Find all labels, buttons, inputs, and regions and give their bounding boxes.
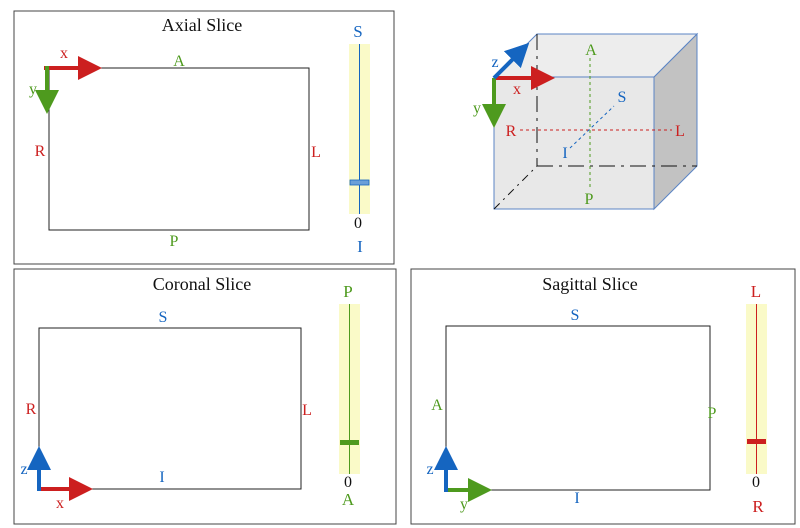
cube-label-p: P [585, 191, 594, 208]
sagittal-label-top: S [571, 307, 580, 324]
cube-label-s: S [618, 89, 627, 106]
axial-panel: Axial Slice x y A P R L S 0 I [13, 10, 395, 265]
cube-z-arrow [492, 42, 530, 80]
axial-slider-top-label: S [353, 22, 362, 41]
coronal-slice-rect [38, 327, 302, 490]
axial-slider-handle[interactable] [349, 179, 370, 186]
axial-label-left: R [35, 143, 46, 160]
axial-panel-frame [13, 10, 395, 265]
cube-x-label: x [513, 81, 521, 98]
sagittal-slider[interactable] [746, 304, 767, 474]
sagittal-slice-rect [445, 325, 711, 491]
coronal-label-right: L [302, 402, 312, 419]
axial-title: Axial Slice [162, 15, 242, 35]
coronal-panel: Coronal Slice x z S I R L P 0 A [13, 268, 397, 525]
cube-label-r: R [506, 123, 517, 140]
axial-slider[interactable] [349, 44, 370, 214]
axial-label-bottom: P [170, 233, 179, 250]
coronal-x-label: x [56, 495, 64, 512]
cube-label-a: A [585, 42, 597, 59]
coronal-label-top: S [159, 309, 168, 326]
axial-slider-zero: 0 [354, 215, 362, 232]
coronal-slider[interactable] [339, 304, 360, 474]
cube-label-l: L [675, 123, 685, 140]
coronal-slider-bottom-label: A [342, 490, 355, 509]
sagittal-slider-top-label: L [751, 282, 761, 301]
coronal-label-left: R [26, 401, 37, 418]
sagittal-panel-frame [410, 268, 796, 525]
cube-si-axis [569, 105, 615, 149]
cube-label-i: I [562, 145, 567, 162]
axial-slice-rect [48, 67, 310, 231]
coronal-label-bottom: I [159, 469, 164, 486]
cube-y-label: y [473, 100, 481, 117]
sagittal-z-label: z [426, 461, 433, 478]
sagittal-label-right: P [708, 405, 717, 422]
axial-y-label: y [29, 81, 37, 98]
sagittal-slider-handle[interactable] [747, 439, 766, 444]
axial-slider-bottom-label: I [357, 237, 363, 256]
coronal-slider-handle[interactable] [340, 440, 359, 445]
axial-label-top: A [173, 53, 185, 70]
sagittal-slider-bottom-label: R [752, 497, 764, 516]
sagittal-y-label: y [460, 496, 468, 513]
coronal-slider-top-label: P [343, 282, 352, 301]
coronal-title: Coronal Slice [153, 274, 251, 294]
volume-cube: x y z A P R L S I [473, 32, 699, 211]
sagittal-title: Sagittal Slice [542, 274, 637, 294]
sagittal-slider-zero: 0 [752, 474, 760, 491]
sagittal-label-bottom: I [574, 490, 579, 507]
axial-label-right: L [311, 144, 321, 161]
axial-x-label: x [60, 45, 68, 62]
sagittal-label-left: A [431, 397, 443, 414]
coronal-panel-frame [13, 268, 397, 525]
coronal-slider-zero: 0 [344, 474, 352, 491]
cube-front-face [493, 76, 655, 210]
coronal-z-label: z [20, 461, 27, 478]
cube-z-label: z [491, 54, 498, 71]
sagittal-panel: Sagittal Slice y z S I A P L 0 R [410, 268, 796, 525]
